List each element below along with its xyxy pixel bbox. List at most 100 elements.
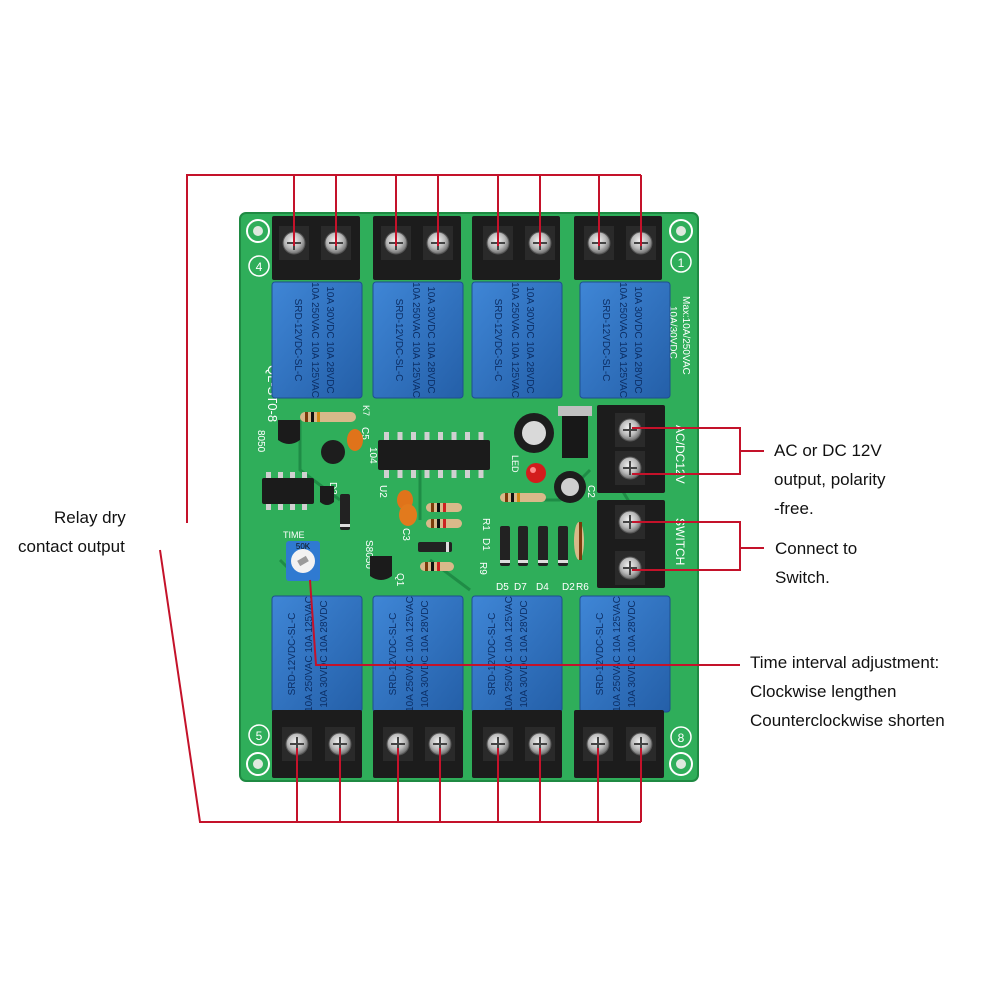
channel-marker bbox=[670, 726, 692, 748]
resistor-band bbox=[505, 493, 508, 502]
diode bbox=[538, 526, 548, 566]
resistor-band bbox=[579, 522, 582, 560]
ic-pin bbox=[411, 432, 416, 440]
silk-q1: Q1 bbox=[394, 573, 405, 587]
resistor-band bbox=[305, 412, 308, 422]
switch-label: SWITCH bbox=[673, 518, 687, 565]
resistor-band bbox=[517, 493, 520, 502]
silk-c2: C2 bbox=[585, 485, 596, 498]
diode-body bbox=[538, 526, 548, 566]
silk-104: 104 bbox=[367, 447, 378, 464]
silk-d4: D4 bbox=[536, 582, 549, 593]
mount-hole-center bbox=[253, 226, 263, 236]
silk-d1: D1 bbox=[480, 538, 491, 551]
diode-body bbox=[558, 526, 568, 566]
transistor-small bbox=[320, 486, 334, 505]
relay-rating-text: 10A 250VAC 10A 125VAC bbox=[612, 596, 623, 712]
switch-line-2: Switch. bbox=[775, 568, 830, 587]
channel-marker bbox=[248, 255, 270, 277]
relay-rating-text: 10A 30VDC 10A 28VDC bbox=[524, 286, 535, 393]
transistor-q1 bbox=[370, 556, 392, 580]
ic-pin bbox=[438, 432, 443, 440]
mount-hole bbox=[669, 752, 693, 776]
relay-output-label: Relay dry contact output bbox=[18, 503, 126, 561]
terminal-block bbox=[597, 405, 665, 493]
relay-rating-text: 10A 250VAC 10A 125VAC bbox=[509, 282, 520, 398]
diode-body bbox=[418, 542, 452, 552]
ic-pins bbox=[384, 432, 484, 478]
callout-top-relay bbox=[186, 174, 641, 523]
mount-hole bbox=[246, 752, 270, 776]
power-output-line-2: output, polarity bbox=[774, 470, 886, 489]
silk-d7: D7 bbox=[514, 582, 527, 593]
relay-output-line-1: Relay dry bbox=[54, 508, 126, 527]
terminal-block bbox=[574, 216, 662, 280]
power-output-line-1: AC or DC 12V bbox=[774, 441, 882, 460]
silk-c3: C3 bbox=[400, 528, 411, 541]
channel-marker bbox=[670, 251, 692, 273]
ic-pin bbox=[384, 470, 389, 478]
ic-pin bbox=[397, 470, 403, 478]
time-label: TIME bbox=[283, 530, 305, 540]
switch-line-1: Connect to bbox=[775, 539, 858, 558]
max-rating-line-1: Max:10A/250VAC bbox=[680, 296, 691, 375]
diode-body bbox=[340, 494, 350, 530]
mount-hole bbox=[669, 219, 693, 243]
ic-pin bbox=[384, 432, 389, 440]
relay-model-text: SRD-12VDC-SL-C bbox=[487, 613, 498, 696]
mount-hole-center bbox=[253, 759, 263, 769]
relay-body bbox=[471, 595, 563, 713]
ic-pin bbox=[451, 470, 457, 478]
resistor-band bbox=[443, 519, 446, 528]
silk-d5: D5 bbox=[496, 582, 509, 593]
resistor-band bbox=[317, 412, 320, 422]
mount-hole bbox=[246, 219, 270, 243]
silk-s8050: S8050 bbox=[363, 540, 374, 569]
resistor-band bbox=[425, 562, 428, 571]
relay-rating-text: 10A 30VDC 10A 28VDC bbox=[420, 600, 431, 707]
relay-body bbox=[372, 281, 464, 399]
smd-pin bbox=[302, 472, 307, 478]
resistor-band bbox=[437, 519, 440, 528]
resistor-band bbox=[437, 503, 440, 512]
relay-model-text: SRD-12VDC-SL-C bbox=[492, 299, 503, 382]
resistor bbox=[426, 503, 462, 512]
diode bbox=[340, 494, 350, 530]
silk-k7: K7 bbox=[361, 405, 371, 416]
callout-time bbox=[309, 579, 740, 666]
diode bbox=[518, 526, 528, 566]
silk-led: LED bbox=[510, 455, 520, 473]
led-indicator bbox=[526, 463, 546, 483]
ic-pin bbox=[478, 432, 484, 440]
resistor bbox=[574, 522, 584, 560]
relay-body bbox=[271, 281, 363, 399]
smd-pin bbox=[290, 472, 295, 478]
terminal-block bbox=[373, 710, 463, 778]
silk-u2: U2 bbox=[377, 485, 388, 498]
diode-band bbox=[446, 542, 449, 552]
ic-pin bbox=[478, 470, 484, 478]
capacitor-top bbox=[522, 421, 546, 445]
power-output-label: AC or DC 12V output, polarity -free. bbox=[774, 436, 886, 523]
silk-r9: R9 bbox=[477, 562, 488, 575]
ic-pin bbox=[424, 432, 430, 440]
resistor bbox=[426, 519, 462, 528]
ic-pin bbox=[438, 470, 443, 478]
silk-r6: R6 bbox=[576, 582, 589, 593]
mount-hole-center bbox=[676, 759, 686, 769]
max-rating-line-2: 10A/30VDC bbox=[667, 306, 678, 359]
transistor-q2 bbox=[278, 420, 300, 444]
relay-body bbox=[372, 595, 464, 713]
relay-model-text: SRD-12VDC-SL-C bbox=[595, 613, 606, 696]
relay-rating-text: 10A 250VAC 10A 125VAC bbox=[504, 596, 515, 712]
potentiometer-value: 50K bbox=[296, 542, 311, 551]
relay-model-text: SRD-12VDC-SL-C bbox=[292, 299, 303, 382]
terminal-block bbox=[472, 710, 562, 778]
